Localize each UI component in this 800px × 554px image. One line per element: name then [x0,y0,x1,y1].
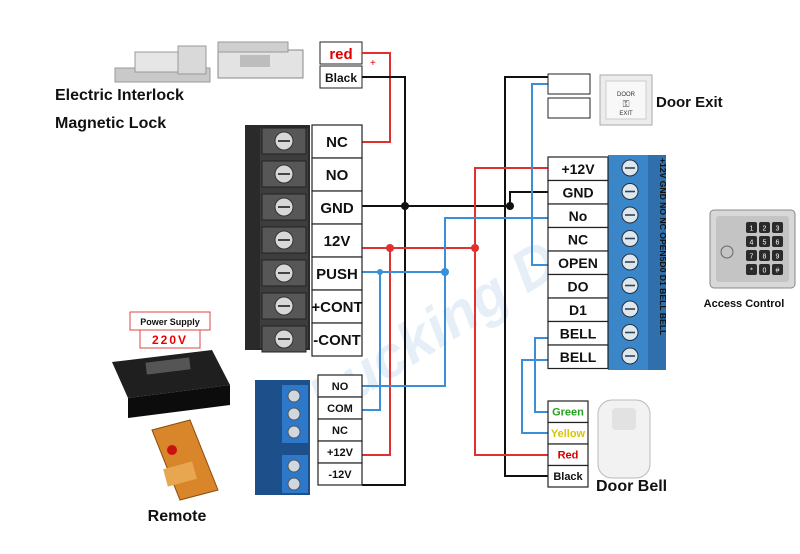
relay-terminal-label: +12V [327,447,354,459]
reader-terminal-label: BELL [560,349,597,365]
magnetic-lock-image [114,41,304,83]
keypad-keys: 1 2 3 4 5 6 7 8 9 * 0 # [746,222,783,275]
power-supply: Power Supply 220V [112,311,230,418]
keypad-key [772,236,783,247]
reader-terminal-label: No [569,208,588,224]
keypad-key [759,222,770,233]
power-terminal-box [311,289,363,324]
keypad-key [746,250,757,261]
access-control-label: Access Control [704,298,785,310]
door-exit-terminal-2 [547,97,591,119]
relay-terminal-label: COM [327,403,353,415]
power-terminal-label: -CONT [313,332,361,349]
power-terminal-box [311,322,363,357]
reader-terminal-label: DO [568,278,589,294]
relay-terminal-label: NC [332,425,348,437]
door-exit-label: Door Exit [656,94,723,111]
power-terminal-box [311,256,363,291]
relay-terminal-label: -12V [328,469,352,481]
lock-wire-black-label: Black [325,71,357,85]
reader-side-label: +12V GND NO NC OPEN5D0 D1 BELL BELL [658,158,668,335]
relay-terminal-block: NO COM NC +12V -12V [317,374,363,486]
lock-wire-plus: + [370,58,376,69]
power-terminal-label: NO [326,167,349,184]
power-terminal-label: NC [326,134,348,151]
reader-terminal-label: BELL [560,325,597,341]
bell-wire-label: Black [553,471,583,483]
keypad-key-label: * [750,268,753,275]
reader-terminal-label: GND [562,184,593,200]
power-terminal-box [311,190,363,225]
door-bell-label: Door Bell [596,478,667,495]
keypad-key [746,222,757,233]
junction-dots [377,202,514,276]
door-exit-button-text-1: DOOR [617,92,636,98]
key-icon: ⚿ [623,100,630,110]
wires [362,52,548,486]
power-terminal-label: GND [320,200,354,217]
reader-terminal-box [547,344,609,370]
lock-title-line2: Magnetic Lock [55,115,166,132]
reader-screws [621,159,639,365]
power-terminal-label: PUSH [316,266,358,283]
keypad-key-label: 1 [750,226,754,233]
keypad-key [746,264,757,275]
keypad-key [759,250,770,261]
keypad-key-label: 6 [776,240,780,247]
door-exit-button: DOOR ⚿ EXIT [599,74,653,126]
keypad-key [772,264,783,275]
keypad-key-label: 9 [776,254,780,261]
reader-terminal-label: NC [568,231,588,247]
keypad-key-label: 0 [763,268,767,275]
bell-wire-label: Yellow [551,428,586,440]
reader-terminal-label: +12V [561,161,595,177]
relay-terminal-box [317,462,363,486]
keypad-key-label: 3 [776,226,780,233]
power-supply-voltage: 220V [152,333,188,347]
remote-label: Remote [148,508,207,525]
power-terminal-label: 12V [324,233,351,250]
keypad-key-label: 5 [763,240,767,247]
lock-title-line1: Electric Interlock [55,87,184,104]
keypad-key [772,222,783,233]
keypad-key-label: 7 [750,254,754,261]
lock-wire-red-label: red [329,46,352,63]
relay-terminal-label: NO [332,381,349,393]
bell-wire-box [547,464,589,488]
keypad-key [772,250,783,261]
bell-wire-label: Red [558,450,579,462]
keypad-key-label: 2 [763,226,767,233]
relay-module [255,380,310,495]
power-terminal-box [311,157,363,192]
power-screws [261,127,307,353]
power-terminal-block: NC NO GND 12V PUSH +CONT -CONT [311,124,363,357]
keypad-key-label: # [776,268,780,275]
reader-terminal-label: OPEN [558,255,598,271]
door-bell-image [597,399,651,479]
power-terminal-label: +CONT [311,299,362,316]
power-supply-label: Power Supply [140,317,200,327]
reader-terminal-label: D1 [569,302,587,318]
keypad-key [746,236,757,247]
keypad-reader [709,209,796,289]
keypad-key [759,264,770,275]
keypad-key-label: 4 [750,240,754,247]
keypad-key-label: 8 [763,254,767,261]
door-exit-terminal-1 [547,73,591,95]
keypad-key [759,236,770,247]
remote-image [151,419,219,501]
door-exit-button-text-2: EXIT [619,111,633,117]
bell-wire-label: Green [552,407,584,419]
